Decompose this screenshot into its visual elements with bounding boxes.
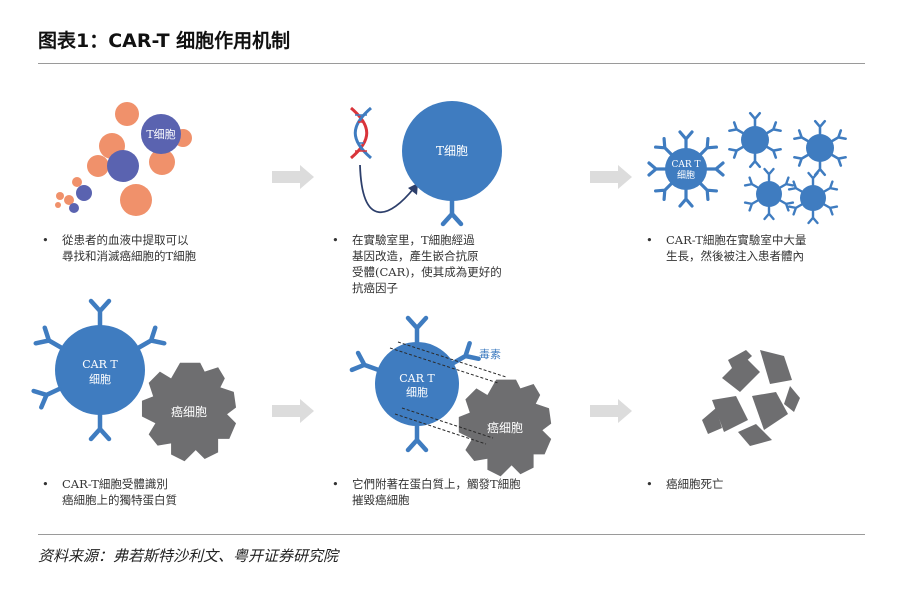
step-3-caption: • CAR-T細胞在實驗室中大量 生長，然後被注入患者體內 — [646, 232, 807, 264]
t-cell-small — [141, 114, 181, 154]
car-t-cell-copy-1 — [728, 111, 782, 169]
step-3-line-2: 生長，然後被注入患者體內 — [666, 249, 804, 263]
car-t-cell-main — [647, 130, 725, 208]
step-2-caption: • 在實驗室里，T細胞經過 基因改造，產生嵌合抗原 受體(CAR)，使其成為更好… — [332, 232, 502, 296]
step-4-caption: • CAR-T細胞受體識別 癌細胞上的獨特蛋白質 — [42, 476, 177, 508]
step-3-line-1: CAR-T細胞在實驗室中大量 — [666, 233, 807, 247]
bullet: • — [646, 233, 653, 247]
step-4-line-2: 癌細胞上的獨特蛋白質 — [62, 493, 177, 507]
bullet: • — [42, 233, 49, 247]
step-6-caption: • 癌細胞死亡 — [646, 476, 724, 492]
dna-helix-icon — [350, 106, 372, 160]
car-t-label-1b: 细胞 — [89, 373, 111, 386]
cancer-label-2: 癌细胞 — [487, 420, 523, 435]
car-t-cell-copy-3 — [743, 167, 795, 221]
step-2-line-2: 基因改造，產生嵌合抗原 — [352, 249, 479, 263]
cancer-label-1: 癌细胞 — [171, 404, 207, 419]
blood-cells-cluster — [55, 102, 192, 216]
flow-arrow-1 — [272, 165, 314, 189]
step-1-caption: • 從患者的血液中提取可以 尋找和消滅癌細胞的T細胞 — [42, 232, 197, 264]
step-5-line-2: 摧毀癌細胞 — [352, 493, 410, 507]
step-6-line-1: 癌細胞死亡 — [666, 477, 724, 491]
flow-arrow-4 — [590, 399, 632, 423]
t-cell-label-2: T细胞 — [436, 144, 468, 158]
toxin-label: 毒素 — [479, 348, 501, 361]
car-t-label-small-2: 细胞 — [677, 169, 695, 181]
car-t-cell-attacking — [352, 318, 479, 450]
bullet: • — [42, 477, 49, 491]
bullet: • — [646, 477, 653, 491]
step-1-line-1: 從患者的血液中提取可以 — [62, 233, 189, 247]
bullet: • — [332, 477, 339, 491]
flow-arrow-3 — [272, 399, 314, 423]
car-t-label-small-1: CAR T — [671, 160, 700, 170]
t-cell-large — [402, 101, 502, 201]
car-t-cell-recognizing — [34, 301, 165, 439]
bottom-divider — [38, 534, 865, 535]
step-5-line-1: 它們附著在蛋白質上，觸發T細胞 — [352, 477, 521, 491]
car-t-cell-copy-2 — [793, 119, 847, 177]
source-note: 资料来源：弗若斯特沙利文、粤开证券研究院 — [38, 547, 339, 565]
car-t-cell-copy-4 — [787, 171, 839, 225]
step-2-line-3: 受體(CAR)，使其成為更好的 — [352, 265, 502, 279]
dead-cancer-cell — [702, 350, 800, 446]
step-5-caption: • 它們附著在蛋白質上，觸發T細胞 摧毀癌細胞 — [332, 476, 521, 508]
bullet: • — [332, 233, 339, 247]
step-1-line-2: 尋找和消滅癌細胞的T細胞 — [62, 249, 197, 263]
step-4-line-1: CAR-T細胞受體識別 — [62, 477, 168, 491]
step-2-line-1: 在實驗室里，T細胞經過 — [352, 233, 475, 247]
page-title: 图表1：CAR-T 细胞作用机制 — [38, 30, 291, 52]
step-2-line-4: 抗癌因子 — [352, 281, 398, 295]
car-t-label-2a: CAR T — [399, 372, 435, 385]
car-t-label-2b: 细胞 — [406, 386, 428, 399]
t-cell-label-1: T细胞 — [146, 128, 175, 141]
top-divider — [38, 63, 865, 64]
car-t-label-1a: CAR T — [82, 358, 118, 371]
flow-arrow-2 — [590, 165, 632, 189]
insertion-arrowhead — [408, 183, 418, 195]
insertion-arrow — [359, 164, 415, 214]
toxin-beams — [389, 341, 507, 445]
